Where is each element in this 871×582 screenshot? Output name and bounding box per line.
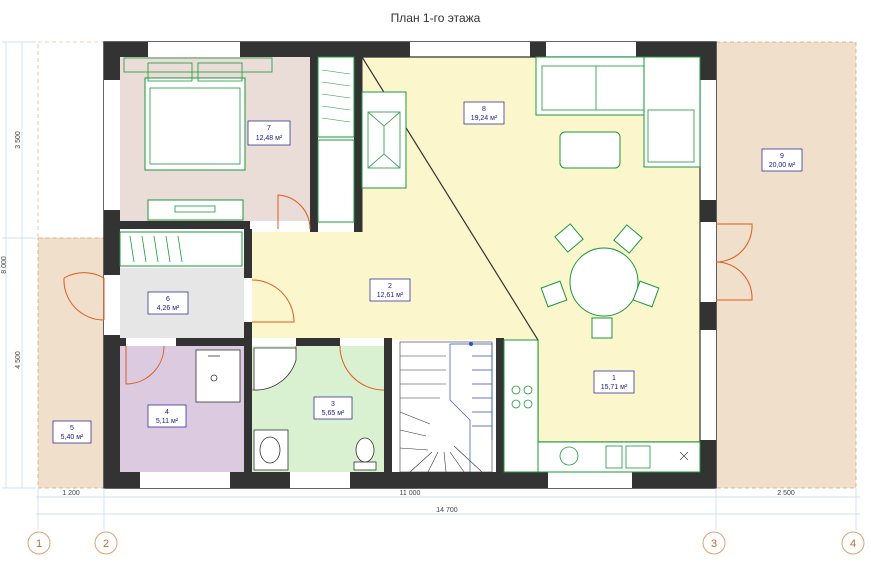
closet-shelf: [119, 231, 243, 267]
room-label-2: 2 12,61 м²: [369, 278, 411, 302]
door-arcs: [63, 194, 753, 391]
room-5-number: 5: [70, 425, 74, 432]
terrace-left: [37, 237, 105, 489]
room-7-area: 12,48 м²: [256, 135, 283, 142]
fireplace: [361, 91, 407, 189]
dresser: [147, 199, 244, 221]
room-8-number: 8: [482, 106, 486, 113]
room-9-number: 9: [780, 153, 784, 160]
dining-set: [540, 223, 660, 339]
openings: [104, 42, 716, 488]
room-8-area: 19,24 м²: [471, 115, 498, 122]
dim-bottom-2: 11 000: [400, 490, 421, 497]
room-4-area: 5,11 м²: [156, 418, 179, 425]
room-label-3: 3 5,65 м²: [313, 396, 353, 420]
dim-left-1: 3 500: [15, 131, 22, 149]
room-3-area: 5,65 м²: [322, 410, 345, 417]
bed: [123, 57, 273, 171]
room-label-7: 7 12,48 м²: [247, 120, 291, 146]
room-1-number: 1: [612, 375, 616, 382]
terrace-right: [715, 41, 857, 489]
room-1-area: 15,71 м²: [601, 384, 628, 391]
dim-bottom-3: 2 500: [777, 490, 795, 497]
room-6-area: 4,26 м²: [157, 305, 180, 312]
axis-3-label: 3: [711, 538, 717, 550]
room-2-area: 12,61 м²: [377, 292, 404, 299]
room-label-4: 4 5,11 м²: [147, 404, 187, 428]
axis-markers: 1 2 3 4: [27, 531, 865, 555]
axis-2-label: 2: [103, 538, 109, 550]
staircase: [399, 341, 493, 473]
dim-left-2: 4 500: [15, 351, 22, 369]
dim-bottom-1: 1 200: [62, 490, 80, 497]
dimension-lines: [2, 41, 860, 530]
dim-left-total: 8 000: [1, 256, 8, 274]
room-label-6: 6 4,26 м²: [147, 291, 189, 315]
axis-1-label: 1: [36, 538, 42, 550]
room-label-1: 1 15,71 м²: [593, 370, 635, 394]
room-4-number: 4: [165, 409, 169, 416]
axis-4-label: 4: [850, 538, 856, 550]
corner-sofa: [535, 56, 701, 168]
kitchen-counter: [503, 339, 701, 473]
room-2-number: 2: [388, 283, 392, 290]
room-4-fixture: [195, 349, 241, 403]
room-6-number: 6: [166, 296, 170, 303]
coffee-table: [559, 131, 621, 169]
room-label-9: 9 20,00 м²: [761, 148, 803, 172]
outer-frame-left: [37, 41, 105, 239]
room-3-number: 3: [331, 401, 335, 408]
dim-total: 14 700: [436, 507, 458, 514]
room-9-area: 20,00 м²: [769, 162, 796, 169]
room-label-5: 5 5,40 м²: [52, 420, 92, 444]
room-5-area: 5,40 м²: [61, 434, 84, 441]
room-7-number: 7: [267, 125, 271, 132]
bath-fixtures: [253, 347, 377, 471]
room-label-8: 8 19,24 м²: [463, 101, 505, 125]
wardrobe-bedroom: [317, 56, 355, 223]
plan-title: План 1-го этажа: [390, 11, 481, 25]
